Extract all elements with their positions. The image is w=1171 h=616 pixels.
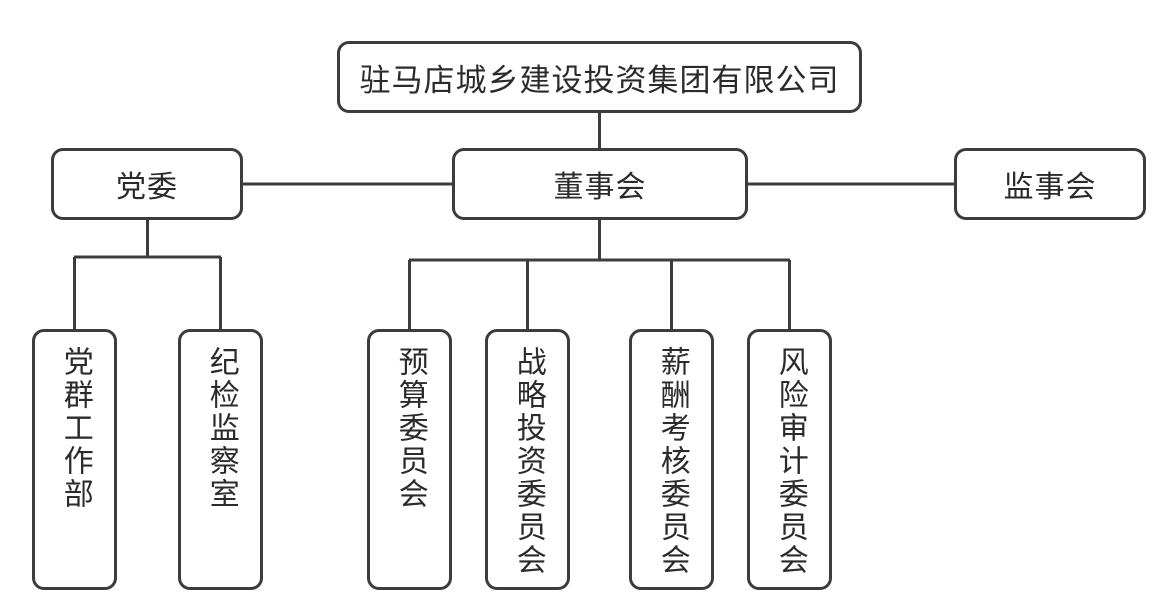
node-budget-committee[interactable]: 预算委员会 [367, 329, 452, 590]
node-board-of-directors-label: 董事会 [553, 171, 647, 204]
node-party-committee[interactable]: 党委 [51, 148, 243, 220]
node-party-mass-work-dept[interactable]: 党群工作部 [32, 329, 117, 590]
node-board-of-supervisors-label: 监事会 [1003, 171, 1097, 204]
node-party-mass-work-dept-label: 党群工作部 [58, 346, 92, 511]
node-root-company[interactable]: 驻马店城乡建设投资集团有限公司 [337, 41, 862, 113]
node-board-of-supervisors[interactable]: 监事会 [954, 148, 1146, 220]
node-strategic-investment-committee[interactable]: 战略投资委员会 [485, 329, 570, 590]
node-discipline-inspection-office-label: 纪检监察室 [204, 346, 238, 511]
node-compensation-assessment-committee[interactable]: 薪酬考核委员会 [629, 329, 714, 590]
node-strategic-investment-committee-label: 战略投资委员会 [511, 346, 545, 577]
node-risk-audit-committee-label: 风险审计委员会 [773, 346, 807, 577]
node-compensation-assessment-committee-label: 薪酬考核委员会 [655, 346, 689, 577]
node-board-of-directors[interactable]: 董事会 [452, 148, 748, 220]
node-party-committee-label: 党委 [116, 171, 178, 204]
node-root-company-label: 驻马店城乡建设投资集团有限公司 [359, 62, 840, 98]
node-discipline-inspection-office[interactable]: 纪检监察室 [178, 329, 263, 590]
node-risk-audit-committee[interactable]: 风险审计委员会 [747, 329, 832, 590]
node-budget-committee-label: 预算委员会 [393, 346, 427, 511]
